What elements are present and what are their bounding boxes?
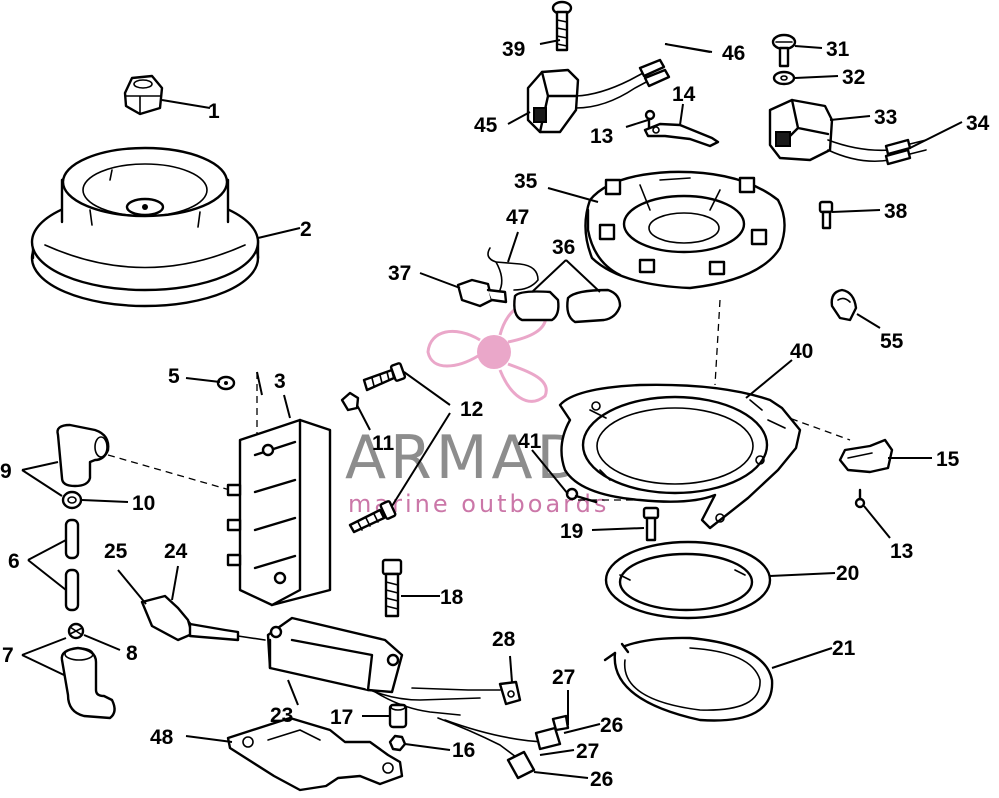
callout-46: 46 [722, 42, 745, 65]
callout-18: 18 [440, 586, 464, 609]
part-6-tubes [64, 518, 80, 612]
callout-55: 55 [880, 330, 904, 353]
part-16-nut [388, 734, 407, 752]
callout-20: 20 [836, 562, 859, 585]
part-23-ignition-module [266, 616, 546, 761]
part-33-charge-coil [768, 98, 891, 163]
part-3-power-pack [226, 418, 332, 607]
callout-6: 6 [8, 550, 20, 573]
callout-19: 19 [560, 520, 583, 543]
callout-10: 10 [132, 492, 155, 515]
part-18-bolt [381, 558, 403, 618]
callout-48: 48 [150, 726, 174, 749]
callout-26-upper: 26 [600, 714, 623, 737]
part-45-coil [526, 68, 651, 134]
callout-38: 38 [884, 200, 908, 223]
part-20-ring [604, 540, 772, 620]
callout-5: 5 [168, 365, 180, 388]
callout-36: 36 [552, 236, 575, 259]
part-13-screw-right [854, 488, 866, 509]
callout-27-lower: 27 [576, 740, 599, 763]
part-31-screw [771, 33, 797, 68]
part-38-screw [818, 200, 834, 230]
part-9-elbow-boot [56, 423, 110, 488]
part-26-terminal-lower [506, 750, 536, 780]
callout-9: 9 [0, 460, 12, 483]
part-55-clip [830, 288, 858, 322]
part-17-spacer [388, 703, 408, 729]
part-36-sleeves [513, 288, 622, 324]
callout-13-top: 13 [590, 125, 613, 148]
callout-24: 24 [164, 540, 188, 563]
callout-14: 14 [672, 83, 696, 106]
leader-lines [21, 39, 963, 779]
callout-12: 12 [460, 398, 483, 421]
callout-32: 32 [842, 66, 865, 89]
callout-17: 17 [330, 706, 353, 729]
callout-labels: 1 2 3 5 6 7 8 9 10 11 12 13 13 14 15 16 … [0, 38, 990, 791]
part-32-washer [772, 70, 796, 86]
part-5-nut [216, 375, 236, 391]
part-24-connector [140, 594, 266, 642]
callout-15: 15 [936, 448, 960, 471]
part-10-clip [61, 490, 83, 510]
part-46-terminals [638, 58, 671, 88]
callout-1: 1 [208, 100, 220, 123]
callout-33: 33 [874, 106, 897, 129]
callout-27-upper: 27 [552, 666, 575, 689]
callout-28: 28 [492, 628, 516, 651]
part-26-terminal-upper [534, 714, 570, 751]
part-15-clip [838, 438, 894, 474]
callout-39: 39 [502, 38, 525, 61]
part-28-terminal [498, 680, 522, 706]
part-13-screw-top [644, 109, 656, 130]
callout-34: 34 [966, 112, 990, 135]
part-39-bolt [551, 0, 573, 52]
callout-47: 47 [506, 206, 529, 229]
part-14-bracket [643, 122, 720, 148]
part-37-sensor [456, 278, 508, 308]
part-47-spring-clip [487, 247, 539, 291]
callout-45: 45 [474, 114, 498, 137]
part-19-screw [642, 506, 660, 542]
callout-21: 21 [832, 637, 856, 660]
part-12-screws [348, 362, 407, 534]
part-21-retaining-ring [603, 636, 774, 722]
callout-11: 11 [372, 432, 395, 455]
part-40-timer-base [558, 383, 802, 530]
callout-35: 35 [514, 170, 538, 193]
callout-3: 3 [274, 370, 286, 393]
callout-16: 16 [452, 739, 475, 762]
callout-31: 31 [826, 38, 850, 61]
callout-23: 23 [270, 704, 293, 727]
callout-37: 37 [388, 262, 411, 285]
part-2-flywheel [30, 146, 260, 308]
part-8-clip [67, 622, 85, 640]
part-7-elbow-boot [60, 646, 116, 720]
callout-25: 25 [104, 540, 128, 563]
part-35-stator [584, 170, 786, 290]
callout-7: 7 [2, 644, 14, 667]
callout-8: 8 [126, 642, 138, 665]
callout-2: 2 [300, 218, 312, 241]
callout-40: 40 [790, 340, 813, 363]
part-48-mounting-plate [226, 716, 404, 792]
callout-41: 41 [518, 430, 542, 453]
callout-13-right: 13 [890, 540, 913, 563]
callout-26-lower: 26 [590, 768, 613, 791]
part-11-nut [340, 391, 360, 412]
part-1-nut [123, 74, 164, 116]
